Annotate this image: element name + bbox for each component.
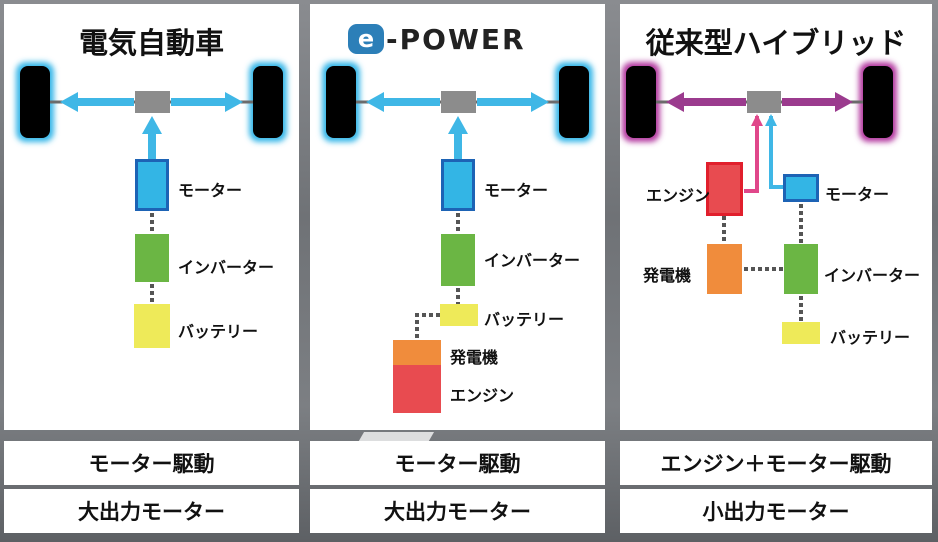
connector (415, 313, 440, 340)
motor-label: モーター (825, 185, 890, 204)
right-wheel (559, 66, 589, 138)
right-wheel (253, 66, 283, 138)
generator-label: 発電機 (643, 266, 692, 285)
motor-drive-arrow (142, 116, 162, 160)
e-power-drivetrain-diagram: e -POWER (322, 23, 593, 413)
motor-drive-arrow (448, 116, 468, 160)
left-wheel (326, 66, 356, 138)
inverter-box (784, 244, 818, 294)
motor-box (138, 162, 166, 208)
inverter-box (135, 234, 169, 282)
engine-power-line (744, 116, 759, 193)
engine-power-arrowhead (751, 114, 763, 126)
right-wheel (863, 66, 893, 138)
footer-drive-e-power: モーター駆動 (310, 441, 605, 485)
e-power-logo: e -POWER (348, 23, 526, 56)
motor-power-arrowhead (765, 114, 777, 126)
panel-e-power: e -POWER モーター インバーター バッテリー 発電機 エンジン (310, 4, 605, 430)
inverter-box (441, 234, 475, 286)
left-wheel (626, 66, 656, 138)
generator-box (393, 340, 441, 365)
battery-box (782, 322, 820, 344)
left-drive-arrow (60, 92, 134, 112)
engine-label: エンジン (450, 386, 515, 405)
right-drive-arrow (477, 92, 549, 112)
inverter-label: インバーター (484, 251, 581, 270)
motor-label: モーター (178, 181, 243, 200)
motor-box (786, 177, 816, 199)
left-drive-arrow (366, 92, 440, 112)
ev-drivetrain-diagram (16, 62, 287, 348)
footer-motor-size-hybrid: 小出力モーター (620, 489, 932, 533)
left-drive-arrow (666, 92, 746, 112)
engine-box (393, 365, 441, 413)
right-drive-arrow (782, 92, 853, 112)
battery-box (134, 304, 170, 348)
panel-title: 電気自動車 (78, 26, 224, 60)
generator-box (707, 244, 742, 294)
logo-power: -POWER (386, 23, 526, 56)
inverter-label: インバーター (178, 258, 275, 277)
footer-drive-ev: モーター駆動 (4, 441, 299, 485)
power-split-device (747, 91, 781, 113)
panel-electric-vehicle: 電気自動車 モーター インバーター バッテリー (4, 4, 299, 430)
differential (135, 91, 170, 113)
inverter-label: インバーター (824, 266, 921, 285)
hybrid-drivetrain-diagram (622, 62, 897, 344)
motor-box (444, 162, 472, 208)
motor-power-line (769, 116, 784, 189)
panel-title: 従来型ハイブリッド (645, 26, 907, 60)
engine-label: エンジン (646, 186, 711, 205)
battery-label: バッテリー (178, 322, 259, 341)
battery-label: バッテリー (484, 310, 565, 329)
battery-label: バッテリー (830, 328, 911, 347)
logo-e: e (358, 25, 374, 53)
differential (441, 91, 476, 113)
footer-motor-size-e-power: 大出力モーター (310, 489, 605, 533)
battery-box (440, 304, 478, 326)
panel-conventional-hybrid: 従来型ハイブリッド エンジン モーター 発電機 インバーター バッテリー (620, 4, 932, 430)
footer-motor-size-ev: 大出力モーター (4, 489, 299, 533)
footer-drive-hybrid: エンジン＋モーター駆動 (620, 441, 932, 485)
right-drive-arrow (171, 92, 243, 112)
generator-label: 発電機 (450, 348, 499, 367)
motor-label: モーター (484, 181, 549, 200)
engine-box (709, 165, 740, 213)
left-wheel (20, 66, 50, 138)
